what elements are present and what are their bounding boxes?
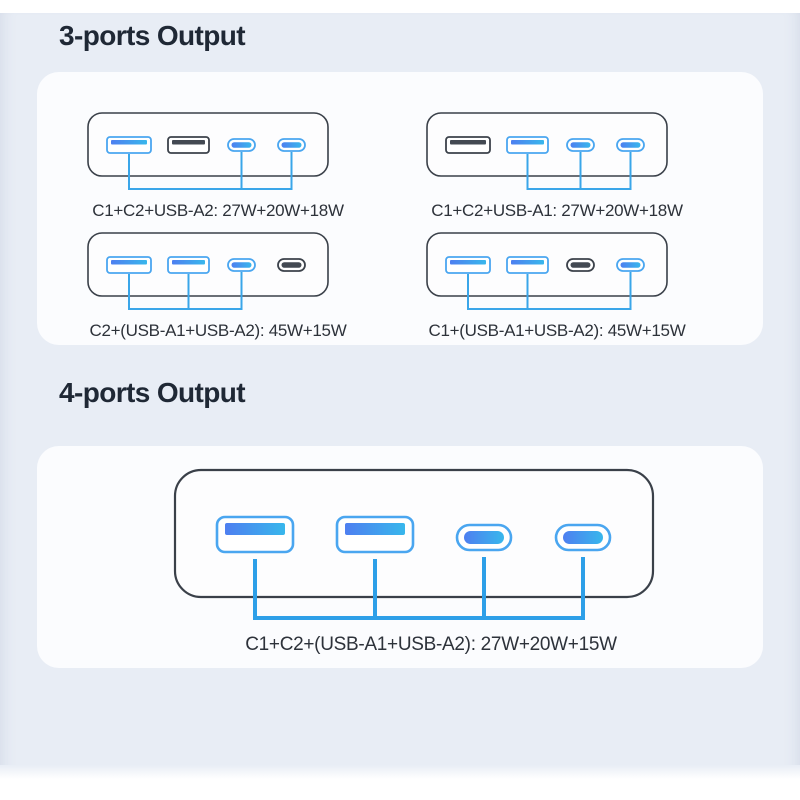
charger-ports-graphic bbox=[426, 232, 668, 310]
diagram-caption: C1+C2+USB-A2: 27W+20W+18W bbox=[92, 201, 344, 220]
diagram-caption: C1+C2+(USB-A1+USB-A2): 27W+20W+15W bbox=[245, 634, 617, 655]
charger-ports-graphic bbox=[173, 468, 655, 620]
diagram-caption: C2+(USB-A1+USB-A2): 45W+15W bbox=[89, 321, 347, 340]
charger-ports-graphic bbox=[87, 112, 329, 190]
port-diagram: C2+(USB-A1+USB-A2): 45W+15W bbox=[78, 231, 358, 341]
section-heading-4ports: 4-ports Output bbox=[59, 377, 246, 408]
charger-ports-graphic bbox=[426, 112, 668, 190]
section-heading-3ports: 3-ports Output bbox=[59, 20, 246, 51]
diagram-caption: C1+C2+USB-A1: 27W+20W+18W bbox=[431, 201, 683, 220]
port-diagram: C1+C2+USB-A2: 27W+20W+18W bbox=[78, 111, 358, 221]
charger-ports-graphic bbox=[87, 232, 329, 310]
port-diagram-large: C1+C2+(USB-A1+USB-A2): 27W+20W+15W bbox=[171, 466, 691, 656]
card-3ports-output: C1+C2+USB-A2: 27W+20W+18W C1+C2+USB-A1: … bbox=[37, 72, 763, 345]
port-diagram: C1+C2+USB-A1: 27W+20W+18W bbox=[417, 111, 697, 221]
diagram-caption: C1+(USB-A1+USB-A2): 45W+15W bbox=[428, 321, 686, 340]
port-diagram: C1+(USB-A1+USB-A2): 45W+15W bbox=[417, 231, 697, 341]
card-4ports-output: C1+C2+(USB-A1+USB-A2): 27W+20W+15W bbox=[37, 446, 763, 668]
panel-bottom-fade bbox=[0, 765, 800, 779]
